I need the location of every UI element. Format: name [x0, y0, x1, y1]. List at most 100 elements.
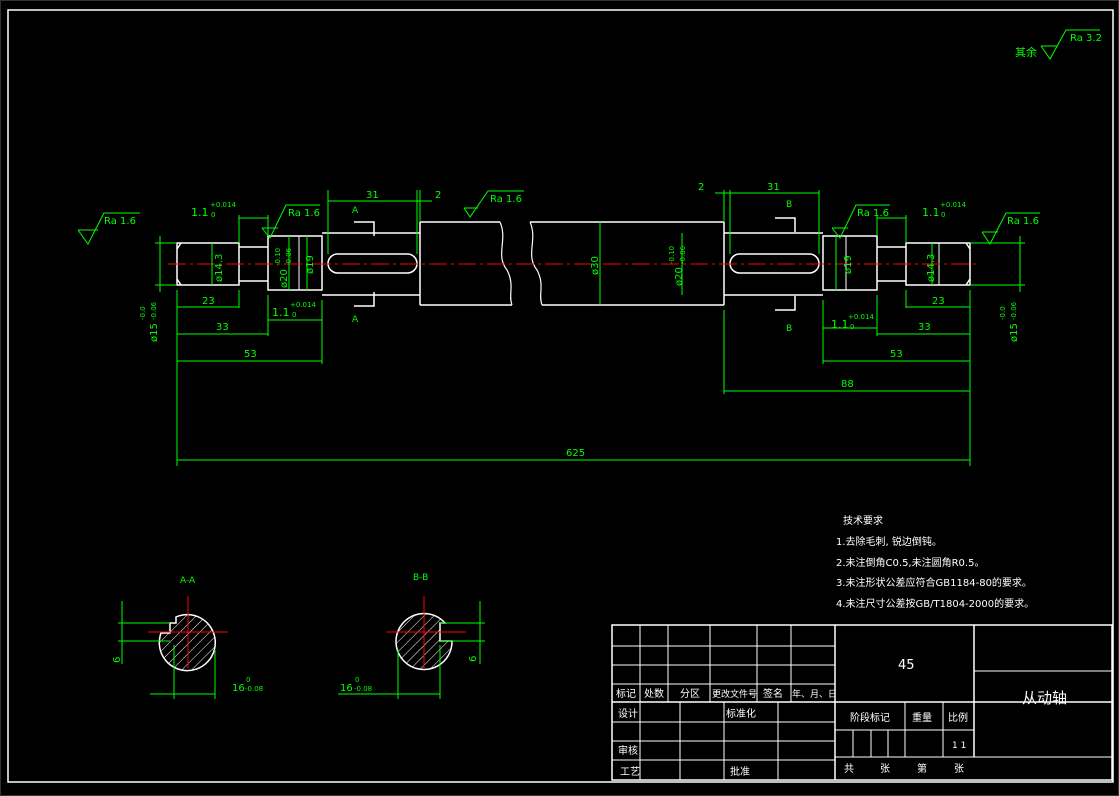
- shaft-roughness-symbols: [77, 190, 1040, 245]
- roughness-symbol-icon: [1040, 29, 1100, 60]
- section-bb-title: B-B: [413, 573, 428, 583]
- len-33-right: 33: [918, 322, 931, 333]
- groove-tolerance-right-top: 1.1 +0.014 0: [922, 201, 966, 219]
- dia-keyseat-left: ø19: [305, 255, 316, 274]
- rev-header-2: 处数: [644, 687, 664, 700]
- len-23-right: 23: [932, 296, 945, 307]
- design-label: 设计: [618, 707, 638, 720]
- svg-text:+0.014: +0.014: [848, 313, 874, 321]
- dia-journal-right-tol-sub: -0.06: [679, 245, 687, 264]
- dia-end-right: ø14.3: [926, 254, 937, 282]
- rev-header-3: 分区: [680, 688, 700, 700]
- sheet-zhang-1: 张: [880, 763, 890, 775]
- rev-header-5: 签名: [763, 687, 783, 700]
- len-33-left: 33: [216, 322, 229, 333]
- section-bb-view: [386, 596, 466, 671]
- len-88: 88: [841, 379, 854, 390]
- svg-text:1.1: 1.1: [831, 318, 849, 331]
- dia-keyseat-right: ø19: [843, 255, 854, 274]
- svg-text:0: 0: [292, 311, 296, 319]
- svg-text:+0.014: +0.014: [290, 301, 316, 309]
- len-53-left: 53: [244, 349, 257, 360]
- dia-journal-right: ø20: [674, 267, 685, 286]
- roughness-general-prefix: 其余: [1015, 45, 1037, 59]
- tech-req-item-1: 1.去除毛刺, 锐边倒钝。: [836, 535, 942, 548]
- roughness-right-end: Ra 1.6: [1007, 216, 1039, 227]
- section-mark-b-bottom: B: [786, 324, 792, 334]
- weight-label: 重量: [912, 711, 932, 724]
- roughness-general-value: Ra 3.2: [1070, 33, 1102, 44]
- dia-outer-left-tol-sub: -0.06: [150, 301, 158, 320]
- section-bb-dims: [338, 601, 485, 699]
- keyway-right-gap: 2: [698, 182, 704, 193]
- rev-header-4: 更改文件号: [712, 688, 757, 700]
- svg-text:+0.014: +0.014: [210, 201, 236, 209]
- dia-center: ø30: [590, 256, 601, 275]
- keyway-left-gap: 2: [435, 190, 441, 201]
- roughness-center-keyway: Ra 1.6: [490, 194, 522, 205]
- dia-outer-right: ø15: [1009, 323, 1020, 342]
- dia-outer-left-tol-sup: -0.0: [139, 306, 147, 320]
- section-aa-dims: [118, 601, 216, 699]
- tech-req-item-2: 2.未注倒角C0.5,未注圆角R0.5。: [836, 556, 984, 569]
- dia-end-left: ø14.3: [214, 254, 225, 282]
- section-aa-view: [148, 596, 228, 672]
- tech-req-item-3: 3.未注形状公差应符合GB1184-80的要求。: [836, 576, 1032, 589]
- len-23-left: 23: [202, 296, 215, 307]
- section-aa-depth: 16: [232, 683, 245, 694]
- tech-requirements: 技术要求 1.去除毛刺, 锐边倒钝。 2.未注倒角C0.5,未注圆角R0.5。 …: [836, 514, 1034, 610]
- drawing-border: [7, 9, 1114, 783]
- section-bb-depth-sub: -0.08: [354, 685, 372, 693]
- roughness-left-journal: Ra 1.6: [288, 208, 320, 219]
- stage-label: 阶段标记: [850, 711, 890, 724]
- section-mark-b-top: B: [786, 200, 792, 210]
- review-label: 审核: [618, 744, 638, 757]
- sheet-total-label: 共: [844, 763, 854, 775]
- dia-journal-left-tol-sup: -0.10: [274, 248, 282, 266]
- section-aa-depth-sub: -0.08: [245, 685, 263, 693]
- sheet-di-label: 第: [917, 762, 927, 775]
- dia-outer-right-tol-sup: -0.0: [999, 306, 1007, 320]
- dia-journal-left: ø20: [279, 269, 290, 288]
- dimension-lines: [155, 190, 1025, 466]
- rev-header-1: 标记: [616, 688, 636, 700]
- svg-text:0: 0: [850, 323, 854, 331]
- general-roughness: 其余 Ra 3.2: [1015, 29, 1102, 60]
- material: 45: [898, 658, 915, 673]
- standard-label: 标准化: [726, 707, 756, 720]
- svg-text:+0.014: +0.014: [940, 201, 966, 209]
- svg-text:0: 0: [941, 211, 945, 219]
- roughness-right-journal: Ra 1.6: [857, 208, 889, 219]
- section-bb-key-width: 6: [468, 656, 479, 662]
- section-marks: [354, 217, 796, 311]
- dia-journal-right-tol-sup: -0.10: [668, 246, 676, 264]
- section-bb-depth-sup: 0: [355, 676, 359, 684]
- section-aa-depth-sup: 0: [246, 676, 250, 684]
- approve-label: 批准: [730, 765, 750, 778]
- section-mark-a-bottom: A: [352, 315, 359, 325]
- svg-text:1.1: 1.1: [922, 206, 940, 219]
- rev-header-6: 年、月、日: [792, 688, 837, 700]
- keyway-left-length: 31: [366, 190, 379, 201]
- svg-text:0: 0: [211, 211, 215, 219]
- title-block: [611, 624, 1113, 781]
- scale-value: 1 1: [952, 741, 966, 751]
- svg-text:1.1: 1.1: [191, 206, 209, 219]
- svg-text:1.1: 1.1: [272, 306, 290, 319]
- groove-tolerance-left-bottom: 1.1 +0.014 0: [272, 301, 316, 319]
- part-name: 从动轴: [1022, 689, 1067, 707]
- section-mark-a-top: A: [352, 206, 359, 216]
- section-aa-title: A-A: [180, 576, 196, 586]
- tech-req-title: 技术要求: [843, 514, 883, 527]
- dia-journal-left-tol-sub: -0.06: [285, 247, 293, 266]
- len-total: 625: [566, 448, 585, 459]
- process-label: 工艺: [620, 766, 640, 778]
- groove-tolerance-left-top: 1.1 +0.014 0: [191, 201, 236, 219]
- dia-outer-right-tol-sub: -0.06: [1010, 301, 1018, 320]
- sheet-zhang-2: 张: [954, 763, 964, 775]
- dia-outer-left: ø15: [149, 323, 160, 342]
- roughness-left-end: Ra 1.6: [104, 216, 136, 227]
- section-bb-depth: 16: [340, 683, 353, 694]
